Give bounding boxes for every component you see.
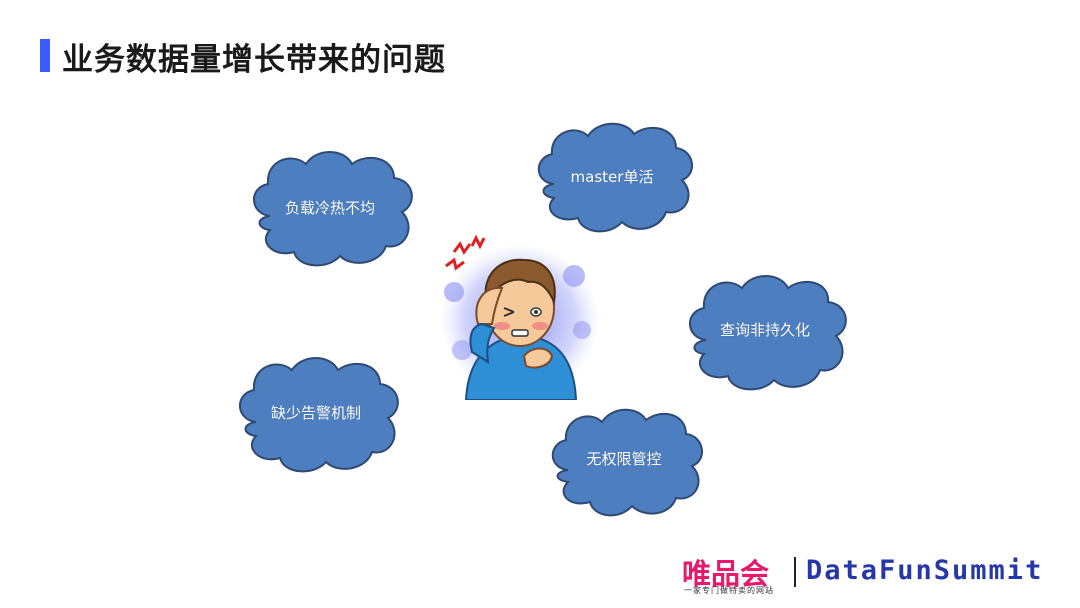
cloud-shape-icon xyxy=(253,151,413,267)
cloud-load-imbalance: 负载冷热不均 xyxy=(240,146,420,270)
cloud-label: 无权限管控 xyxy=(586,450,662,468)
cloud-label: 负载冷热不均 xyxy=(284,199,375,217)
cloud-label: master单活 xyxy=(570,168,654,186)
footer-logos: 唯品会 一家专门做特卖的网站 DataFunSummit xyxy=(680,551,1060,597)
cloud-permission-control: 无权限管控 xyxy=(540,404,708,520)
title-accent-bar xyxy=(40,39,50,72)
datafunsummit-logo: DataFunSummit xyxy=(806,555,1044,586)
vipshop-slogan: 一家专门做特卖的网站 xyxy=(684,586,774,595)
cloud-shape-icon xyxy=(551,408,703,517)
cloud-shape-icon xyxy=(239,357,399,473)
cloud-master-single: master单活 xyxy=(526,118,698,236)
page-title: 业务数据量增长带来的问题 xyxy=(62,42,446,78)
vipshop-logo: 唯品会 xyxy=(682,557,770,591)
cloud-label: 查询非持久化 xyxy=(719,321,810,339)
cloud-query-persistence: 查询非持久化 xyxy=(676,270,854,394)
stressed-man-headache-icon xyxy=(432,232,600,401)
cloud-shape-icon xyxy=(537,122,693,233)
cloud-label: 缺少告警机制 xyxy=(270,404,361,422)
cloud-shape-icon xyxy=(689,275,847,391)
cloud-alerting: 缺少告警机制 xyxy=(226,352,406,476)
footer-divider xyxy=(794,557,796,587)
